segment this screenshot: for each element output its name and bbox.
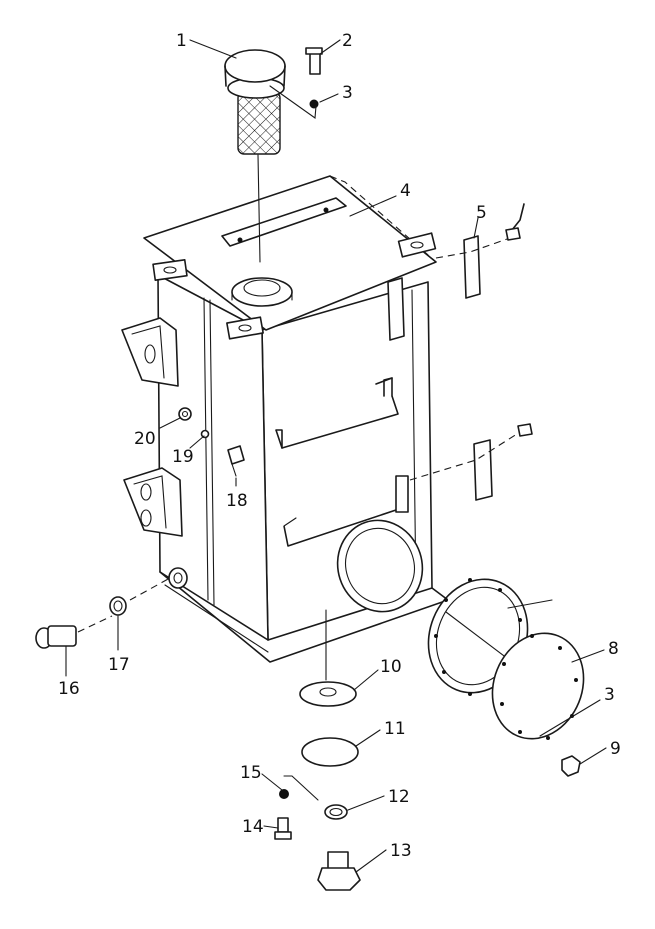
callout-15: 15 [240,763,283,791]
svg-text:4: 4 [400,181,411,201]
svg-text:11: 11 [384,719,406,739]
hex-nut-9 [561,755,581,777]
callout-3-top: 3 [319,83,353,103]
svg-text:8: 8 [608,639,619,659]
side-plate-upper [435,203,525,299]
svg-text:13: 13 [390,841,412,861]
filler-cap-strainer [224,49,286,263]
clip-ring-17 [109,596,127,616]
front-handle-bracket [275,377,399,449]
callout-13: 13 [355,841,412,873]
callout-11: 11 [355,719,406,747]
callout-1: 1 [176,31,237,59]
leader-cap-washer [269,85,317,120]
left-fittings [178,407,245,477]
svg-text:1: 1 [176,31,187,51]
callout-6: 6 [507,599,553,609]
svg-text:3: 3 [604,685,615,705]
callout-19: 19 [172,435,205,467]
svg-text:5: 5 [476,203,487,223]
svg-text:16: 16 [58,679,80,699]
callout-20: 20 [134,417,181,449]
svg-text:15: 15 [240,763,262,783]
side-vertical-bracket [387,277,405,341]
callout-9: 9 [579,739,621,765]
svg-text:17: 17 [108,655,130,675]
leader-clip-boss [129,577,171,601]
svg-text:3: 3 [342,83,353,103]
lower-bracket-rail [283,475,409,547]
top-cover-plate [143,175,437,340]
callout-16: 16 [58,645,80,699]
callout-17: 17 [108,615,130,675]
cap-screw [305,47,323,75]
pipe-fitting-16 [35,615,113,649]
callout-12: 12 [347,787,410,811]
inspection-cover-plate [491,632,585,740]
svg-text:9: 9 [610,739,621,759]
callout-7: 7 [540,585,551,605]
callout-3-right: 3 [539,685,615,737]
cleanout-opening [336,519,424,613]
svg-text:12: 12 [388,787,410,807]
svg-text:18: 18 [226,491,248,511]
bottom-drain-assembly [274,609,361,891]
svg-text:2: 2 [342,31,353,51]
svg-text:10: 10 [380,657,402,677]
svg-text:14: 14 [242,817,264,837]
callout-14: 14 [242,817,279,837]
svg-text:19: 19 [172,447,194,467]
left-upper-bracket [121,317,179,387]
callout-2: 2 [319,31,353,55]
callout-5: 5 [473,203,487,239]
svg-text:20: 20 [134,429,156,449]
washer-top [309,99,319,109]
callout-4: 4 [349,181,411,217]
callout-10: 10 [353,657,402,691]
callout-8: 8 [571,639,619,663]
left-lower-bracket [123,467,183,537]
callout-18: 18 [226,477,248,511]
side-plate-lower [409,423,533,501]
side-drain-boss [168,567,188,589]
